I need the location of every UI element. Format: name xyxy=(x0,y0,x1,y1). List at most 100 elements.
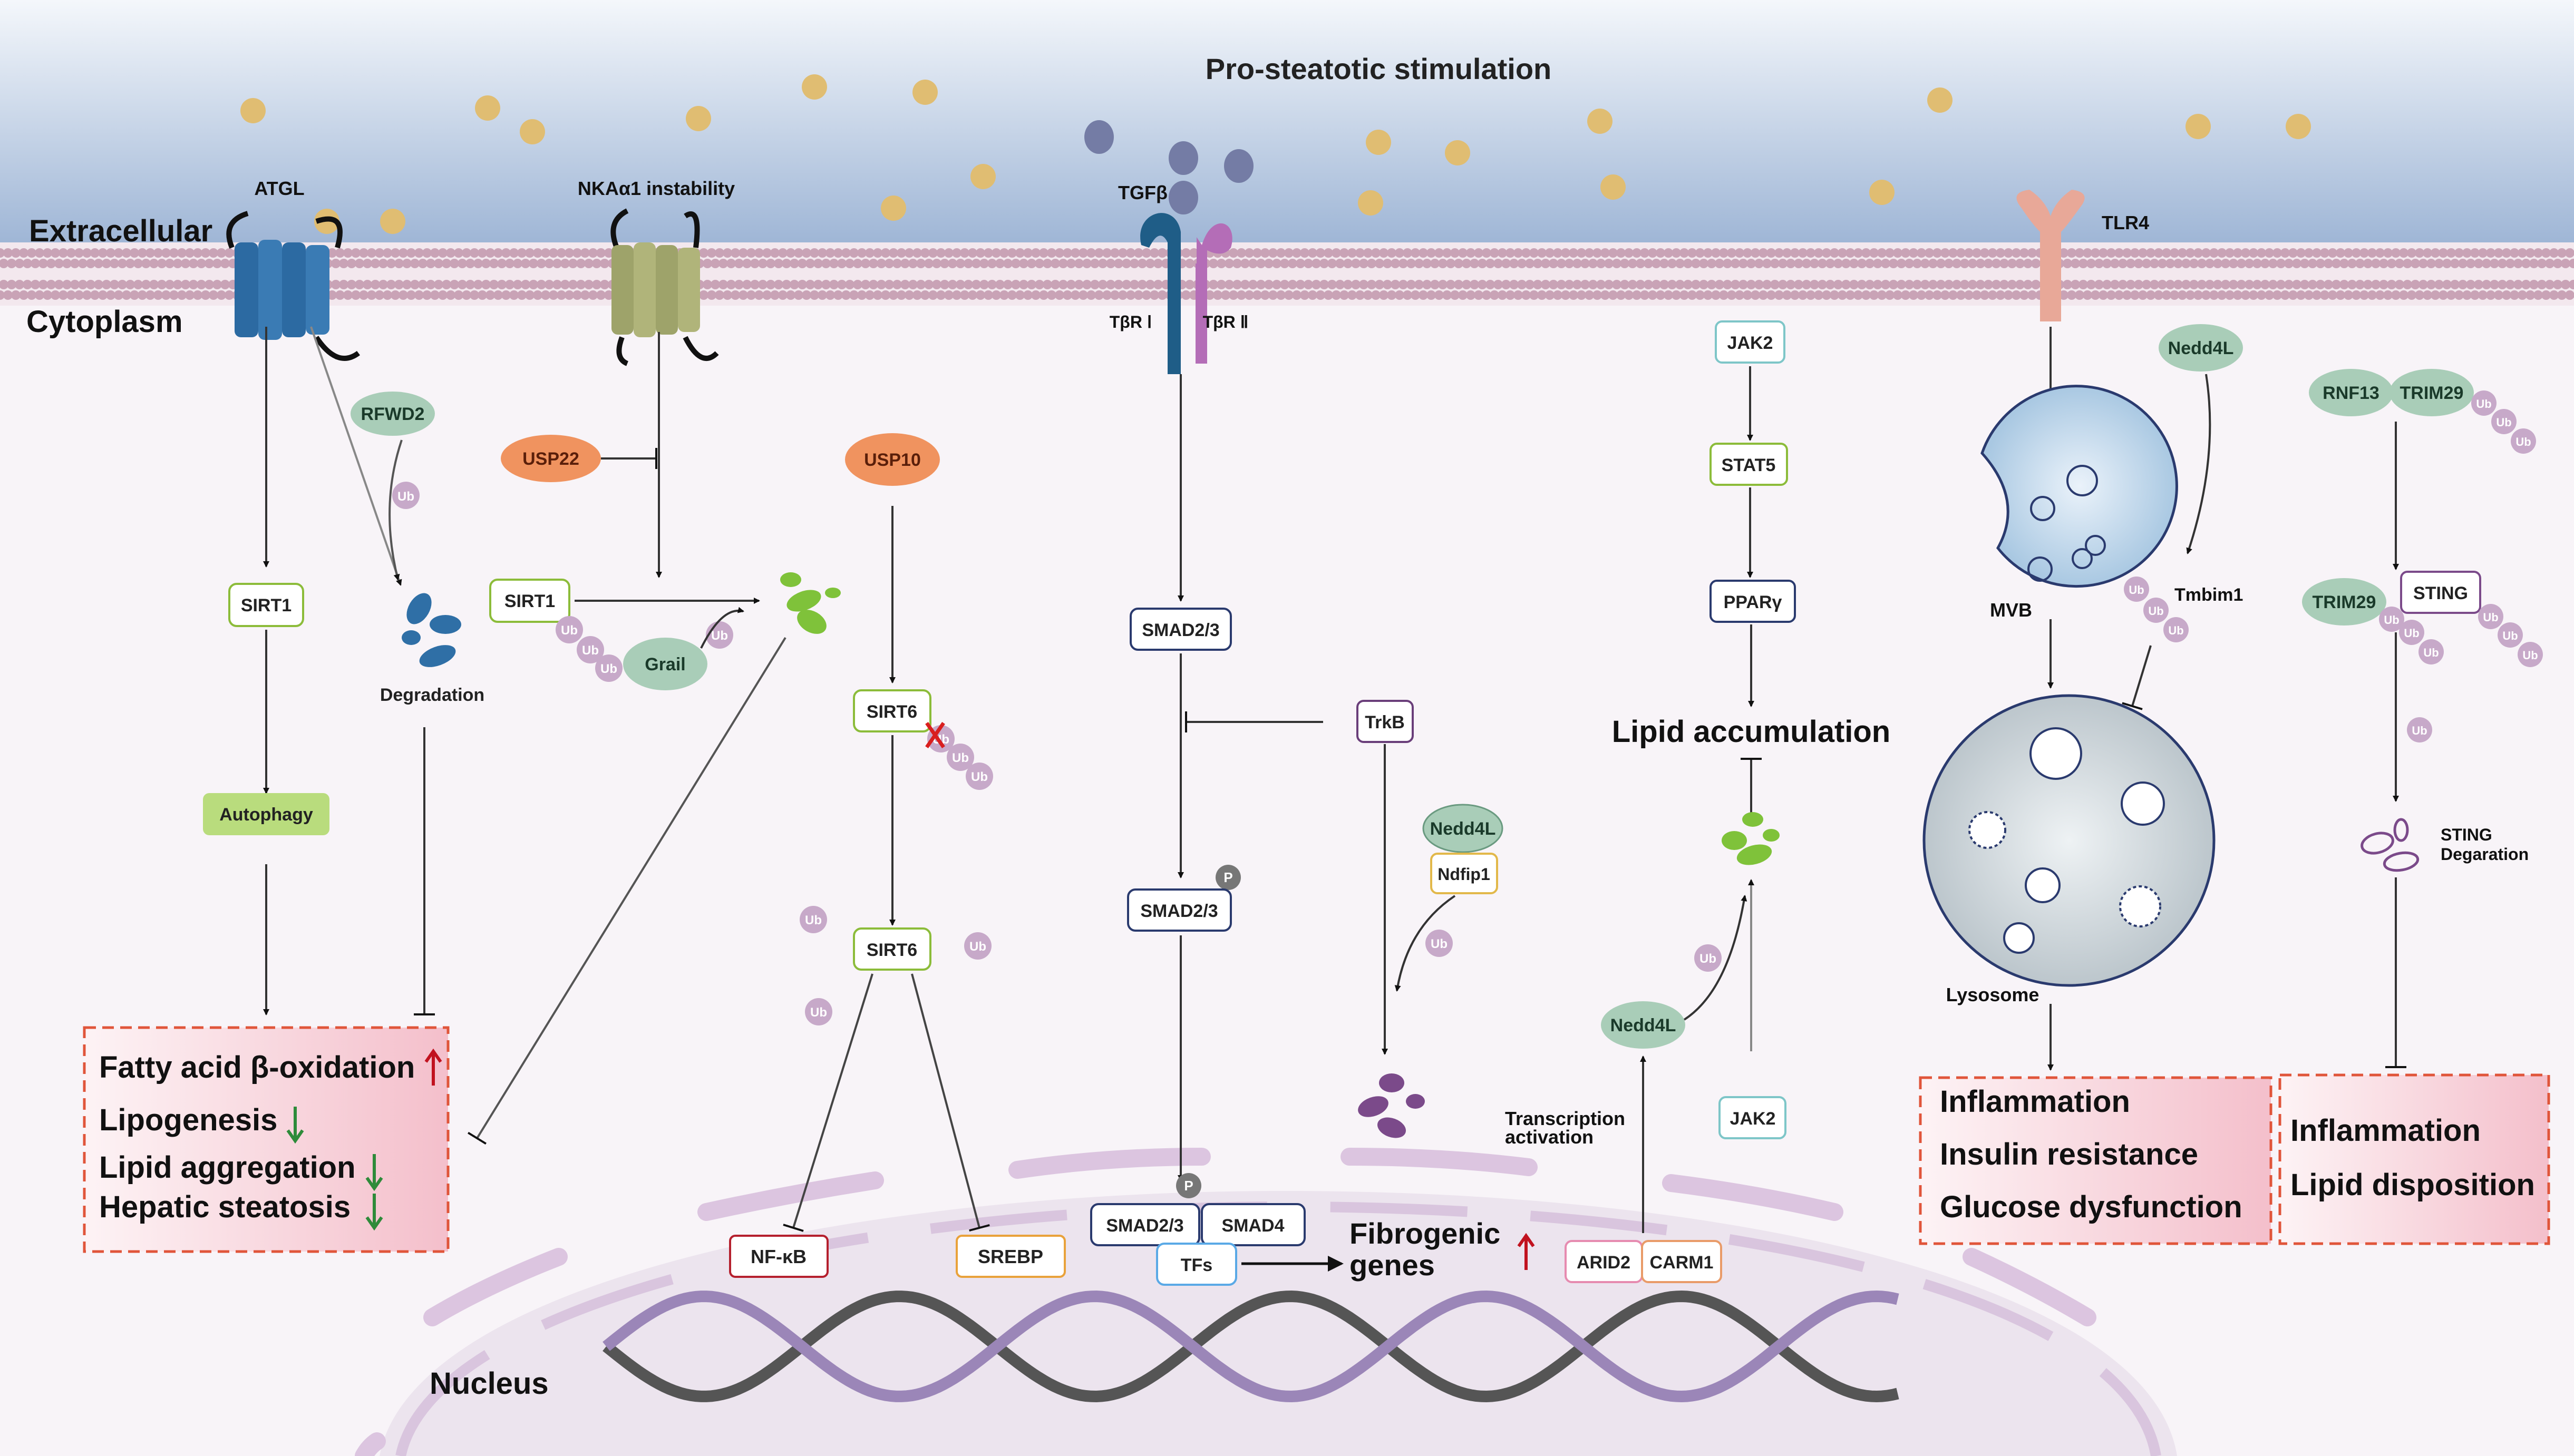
tgfb-ligand-icon xyxy=(1084,120,1254,214)
outcome-inflammation: Inflammation xyxy=(1940,1084,2130,1119)
carm1-node: CARM1 xyxy=(1641,1240,1722,1283)
ub-tag: Ub xyxy=(800,906,827,933)
ub-chain: Ub Ub Ub xyxy=(2124,576,2189,642)
tfs-node: TFs xyxy=(1156,1243,1237,1286)
autophagy-node: Autophagy xyxy=(203,793,329,835)
fibrogenic-genes-label: genes xyxy=(1349,1248,1435,1282)
lipid-droplet xyxy=(802,74,827,100)
svg-text:SMAD2/3: SMAD2/3 xyxy=(1142,620,1219,640)
svg-text:JAK2: JAK2 xyxy=(1727,333,1773,353)
svg-text:CARM1: CARM1 xyxy=(1650,1253,1714,1273)
nedd4l-node: Nedd4L xyxy=(1422,804,1503,853)
outcome-lipid-aggregation: Lipid aggregation xyxy=(99,1150,356,1185)
svg-text:SIRT1: SIRT1 xyxy=(504,591,555,611)
sirt6-node: SIRT6 xyxy=(853,927,931,971)
svg-text:ARID2: ARID2 xyxy=(1577,1253,1630,1273)
lipid-droplet xyxy=(970,164,996,189)
degraded-protein-icon xyxy=(402,593,461,667)
panel-rnf13: RNF13 TRIM29 Ub Ub Ub TRIM29 STING Ub Ub… xyxy=(2278,369,2550,1245)
lipid-droplet xyxy=(1600,174,1626,200)
svg-text:Ub: Ub xyxy=(2168,624,2183,637)
panel-nka: NKAα1 instability USP22 SIRT1 Ub Ub Ub G… xyxy=(467,178,841,1145)
trkb-node: TrkB xyxy=(1356,700,1414,743)
degraded-protein-icon xyxy=(780,572,841,634)
fibrogenic-label: Fibrogenic xyxy=(1349,1217,1500,1250)
ub-tag: Ub xyxy=(1694,944,1722,972)
rnf13-node: RNF13 xyxy=(2309,369,2393,416)
outcome-glucose-dysfunction: Glucose dysfunction xyxy=(1940,1190,2242,1224)
tlr4-receptor-icon xyxy=(2016,190,2085,321)
svg-text:Ub: Ub xyxy=(1699,952,1716,966)
cell-membrane xyxy=(0,242,2574,306)
usp22-node: USP22 xyxy=(501,435,601,482)
sting-degradation-label: STING xyxy=(2441,825,2492,844)
down-arrow-icon xyxy=(365,1154,383,1191)
srebp-node: SREBP xyxy=(956,1235,1066,1278)
jak2-node: JAK2 xyxy=(1715,320,1785,364)
outcome-hepatic-steatosis: Hepatic steatosis xyxy=(99,1190,351,1224)
panel-atgl: ATGL RFWD2 Ub SIRT1 Degradation xyxy=(83,178,484,1253)
tmbim1-label: Tmbim1 xyxy=(2174,585,2243,605)
usp10-node: USP10 xyxy=(845,433,940,486)
tbr1-label: TβR Ⅰ xyxy=(1110,312,1152,331)
dna-double-helix xyxy=(603,1290,1899,1403)
svg-text:TRIM29: TRIM29 xyxy=(2400,383,2464,403)
lipid-droplet xyxy=(912,80,938,105)
lipid-droplet xyxy=(2186,114,2211,139)
svg-text:Ub: Ub xyxy=(2412,724,2427,737)
svg-text:JAK2: JAK2 xyxy=(1730,1109,1776,1129)
grail-node: Grail xyxy=(623,638,707,690)
ppar-node: PPARγ xyxy=(1709,580,1796,623)
atgl-label: ATGL xyxy=(254,178,304,199)
smad23-p-node: SMAD2/3 xyxy=(1127,888,1232,932)
arid2-node: ARID2 xyxy=(1565,1240,1643,1283)
svg-text:Ub: Ub xyxy=(2476,397,2491,411)
svg-text:Ub: Ub xyxy=(952,751,969,765)
ub-chain: Ub Ub Ub xyxy=(2471,390,2536,454)
svg-text:P: P xyxy=(1223,869,1232,885)
degraded-protein-icon xyxy=(1358,1073,1425,1138)
lipid-droplet xyxy=(686,106,711,131)
svg-text:SMAD4: SMAD4 xyxy=(1221,1216,1284,1236)
nka-label: NKAα1 instability xyxy=(578,178,735,199)
ub-tag: Ub xyxy=(2407,717,2432,742)
svg-text:SMAD2/3: SMAD2/3 xyxy=(1140,901,1218,921)
nfkb-node: NF-κB xyxy=(729,1235,829,1278)
outcome-box-1: Fatty acid β-oxidation Lipogenesis Lipid… xyxy=(83,1026,450,1253)
panel-usp10: USP10 SIRT6 Ub Ub Ub Ub Ub Ub SIRT6 NF-κ… xyxy=(729,433,1066,1278)
phospho-icon: P xyxy=(1216,865,1241,890)
trim29-sting-node: TRIM29 xyxy=(2302,578,2386,626)
svg-text:PPARγ: PPARγ xyxy=(1724,592,1782,612)
svg-text:Ub: Ub xyxy=(2148,604,2163,618)
svg-text:Ub: Ub xyxy=(2423,646,2439,659)
tlr4-label: TLR4 xyxy=(2102,212,2149,233)
svg-text:SIRT6: SIRT6 xyxy=(867,702,917,722)
up-arrow-icon xyxy=(424,1048,442,1086)
jak2-nuclear-node: JAK2 xyxy=(1718,1096,1786,1139)
svg-text:Ub: Ub xyxy=(2522,649,2538,662)
ub-chain: Ub Ub Ub Ub Ub Ub xyxy=(2379,604,2543,667)
activation-label: activation xyxy=(1505,1126,1594,1148)
svg-text:STAT5: STAT5 xyxy=(1722,455,1776,475)
svg-text:RNF13: RNF13 xyxy=(2323,383,2379,403)
nka-transporter-icon xyxy=(610,208,719,366)
lipid-droplet-icon xyxy=(1722,812,1780,865)
panel-tgfb: TGFβ TβR Ⅰ TβR Ⅱ SMAD2/3 TrkB P SMAD2/3 xyxy=(1084,120,1535,1286)
cytoplasm-label: Cytoplasm xyxy=(26,305,183,339)
svg-text:Grail: Grail xyxy=(645,654,685,675)
lysosome-label: Lysosome xyxy=(1946,984,2039,1005)
tbr2-label: TβR Ⅱ xyxy=(1203,312,1249,331)
lysosome-icon xyxy=(1922,694,2216,987)
outcome-lipid-disposition: Lipid disposition xyxy=(2290,1168,2535,1202)
panel-tlr4: TLR4 Nedd4L MVB Ub Ub Ub Tmbim1 xyxy=(1919,190,2272,1245)
svg-text:Ub: Ub xyxy=(971,770,988,784)
mvb-icon xyxy=(1980,385,2178,588)
svg-text:Ub: Ub xyxy=(2404,627,2419,640)
svg-text:NF-κB: NF-κB xyxy=(751,1246,807,1267)
svg-text:STING: STING xyxy=(2413,583,2468,603)
svg-text:Ub: Ub xyxy=(711,629,728,643)
lipid-droplet xyxy=(881,196,906,221)
svg-text:Ub: Ub xyxy=(1431,937,1448,951)
lipid-droplets xyxy=(240,74,2311,234)
